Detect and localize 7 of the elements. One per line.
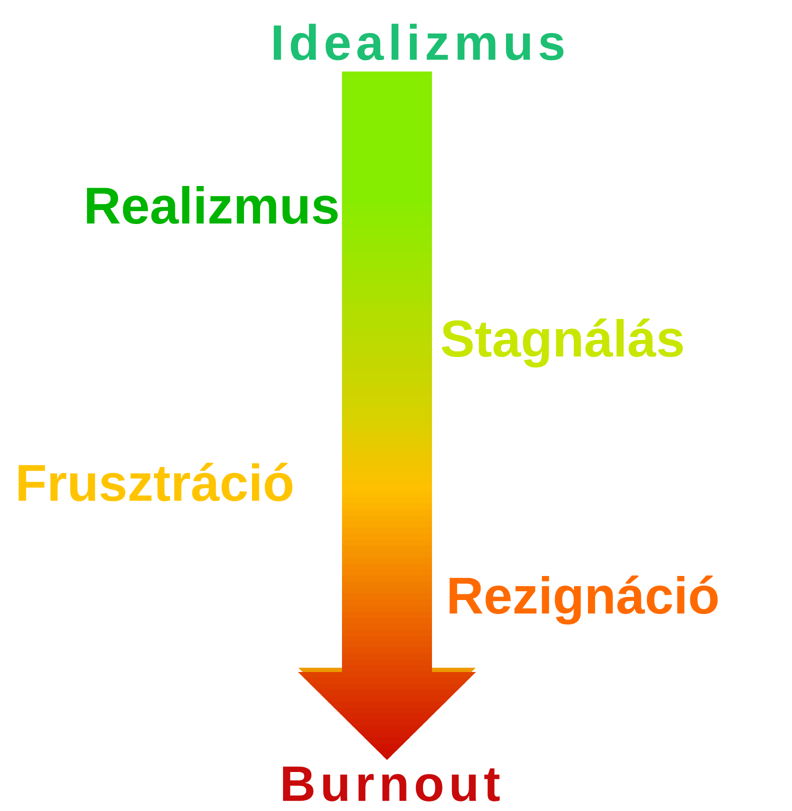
stage-text: Idealizmus	[274, 24, 564, 60]
stage-text: Burnout	[283, 766, 500, 802]
stage-label: Frusztráció	[18, 462, 292, 502]
stage-label: Realizmus	[87, 186, 338, 224]
gradient-arrow	[298, 72, 476, 760]
stage-label: Stagnálás	[442, 318, 683, 368]
stage-label: Rezignáció	[450, 576, 718, 624]
